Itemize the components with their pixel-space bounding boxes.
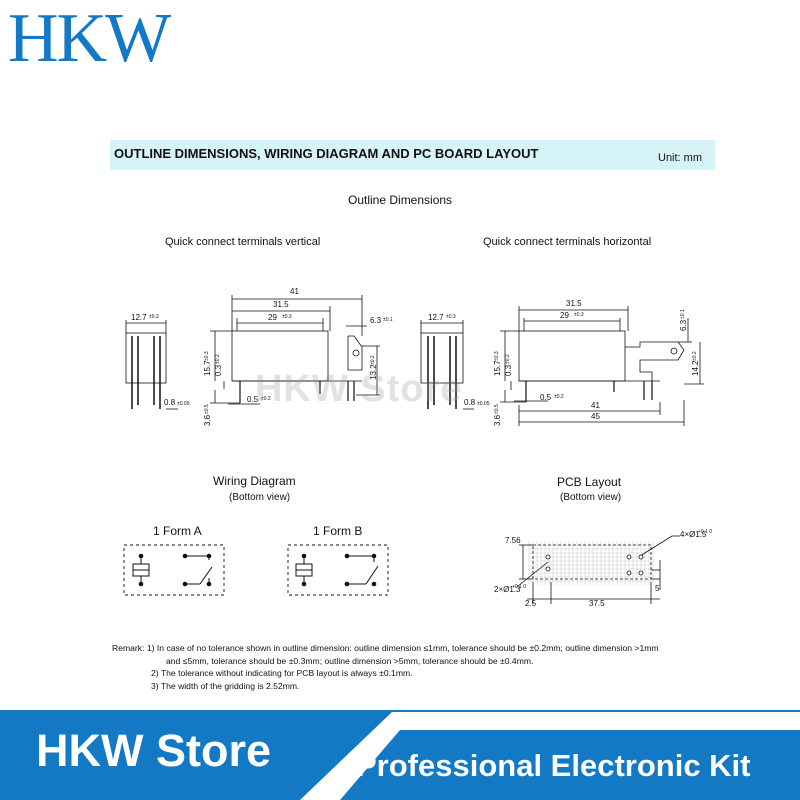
v-dim-0-5-tol: ±0.2	[261, 396, 271, 402]
form-b-label: 1 Form B	[313, 524, 363, 538]
h-dim-3-6: 3.6	[493, 414, 502, 426]
pcb-dim-37-5: 37.5	[589, 599, 605, 608]
pcb-title: PCB Layout	[557, 475, 622, 489]
h-dim-14-2-tol: ±0.2	[692, 351, 698, 361]
h-dim-6-3-tol: ±0.1	[680, 309, 686, 319]
v-dim-13-2-tol: ±0.2	[370, 355, 376, 365]
v-dim-13-2: 13.2	[369, 364, 378, 380]
h-dim-29-tol: ±0.3	[574, 312, 584, 318]
h-dim-6-3: 6.3	[679, 319, 688, 331]
v-dim-0-8: 0.8	[164, 398, 176, 407]
h-dim-12-7-tol: ±0.3	[446, 314, 456, 320]
horizontal-label: Quick connect terminals horizontal	[483, 236, 652, 248]
pcb-dim-7-56: 7.56	[505, 536, 521, 545]
form-b-box	[287, 544, 389, 596]
h-dim-12-7: 12.7	[428, 313, 444, 322]
v-dim-3-6: 3.6	[203, 414, 212, 426]
v-dim-6-3-tol: ±0.1	[383, 317, 393, 323]
wiring-title: Wiring Diagram	[213, 474, 296, 488]
h-dim-0-8-tol: ±0.05	[477, 401, 490, 407]
watermark: HKW Store	[255, 368, 463, 410]
pcb-dim-2x-tol: +0.1 0	[512, 584, 526, 590]
horiz-front-body	[518, 330, 626, 382]
v-dim-15-7-tol: ±0.3	[204, 351, 210, 361]
wiring-subtitle: (Bottom view)	[229, 492, 291, 503]
v-dim-0-5: 0.5	[247, 395, 259, 404]
horiz-side-body	[420, 332, 464, 384]
h-dim-0-3: 0.3	[504, 364, 513, 376]
header-band	[110, 140, 715, 170]
h-dim-3-6-tol: ±0.5	[494, 404, 500, 414]
pcb-dim-4x-tol: +0.1 0	[698, 529, 712, 535]
h-dim-0-3-tol: ±0.2	[505, 354, 511, 364]
vert-side-body	[125, 332, 167, 384]
form-a-label: 1 Form A	[153, 524, 202, 538]
pcb-grid	[517, 535, 680, 604]
h-dim-0-5: 0.5	[540, 393, 552, 402]
section-title: OUTLINE DIMENSIONS, WIRING DIAGRAM AND P…	[114, 146, 539, 161]
pcb-dim-4x: 4×Ø1.5	[680, 530, 707, 539]
h-dim-15-7: 15.7	[493, 360, 502, 376]
v-dim-29: 29	[268, 313, 277, 322]
brand-logo: HKW	[8, 0, 171, 77]
h-dim-15-7-tol: ±0.3	[494, 351, 500, 361]
v-dim-0-3-tol: ±0.2	[215, 354, 221, 364]
form-a-box	[123, 544, 225, 596]
remark-line-2: and ≤5mm, tolerance should be ±0.3mm; ou…	[166, 655, 534, 666]
pcb-dim-2-5: 2.5	[525, 599, 537, 608]
v-dim-31-5: 31.5	[273, 300, 289, 309]
remark-line-4: 3) The width of the gridding is 2.52mm.	[151, 680, 300, 691]
unit-label: Unit: mm	[658, 152, 702, 164]
pcb-subtitle: (Bottom view)	[560, 492, 622, 503]
h-dim-14-2: 14.2	[691, 360, 700, 376]
v-dim-12-7-tol: ±0.3	[149, 314, 159, 320]
pcb-dim-5: 5	[655, 584, 660, 593]
pcb-dim-2x: 2×Ø1.3	[494, 585, 521, 594]
remark-line-1: Remark: 1) In case of no tolerance shown…	[112, 643, 659, 653]
remarks: Remark: 1) In case of no tolerance shown…	[112, 642, 732, 692]
h-dim-0-8: 0.8	[464, 398, 476, 407]
v-dim-12-7: 12.7	[131, 313, 147, 322]
v-dim-0-3: 0.3	[214, 364, 223, 376]
v-dim-29-tol: ±0.3	[282, 314, 292, 320]
v-dim-0-8-tol: ±0.05	[177, 401, 190, 407]
vertical-label: Quick connect terminals vertical	[165, 236, 321, 248]
h-dim-0-5-tol: ±0.2	[554, 394, 564, 400]
h-dim-41: 41	[591, 401, 600, 410]
v-dim-3-6-tol: ±0.5	[204, 404, 210, 414]
outline-title: Outline Dimensions	[348, 193, 453, 207]
v-dim-6-3: 6.3	[370, 316, 382, 325]
h-dim-29: 29	[560, 311, 569, 320]
v-dim-15-7: 15.7	[203, 360, 212, 376]
footer-store-name: HKW Store	[36, 725, 271, 776]
h-dim-45: 45	[591, 412, 600, 421]
v-dim-41: 41	[290, 287, 299, 296]
remark-line-3: 2) The tolerance without indicating for …	[151, 668, 413, 678]
footer-tagline: Professional Electronic Kit	[356, 748, 751, 783]
h-dim-31-5: 31.5	[566, 299, 582, 308]
